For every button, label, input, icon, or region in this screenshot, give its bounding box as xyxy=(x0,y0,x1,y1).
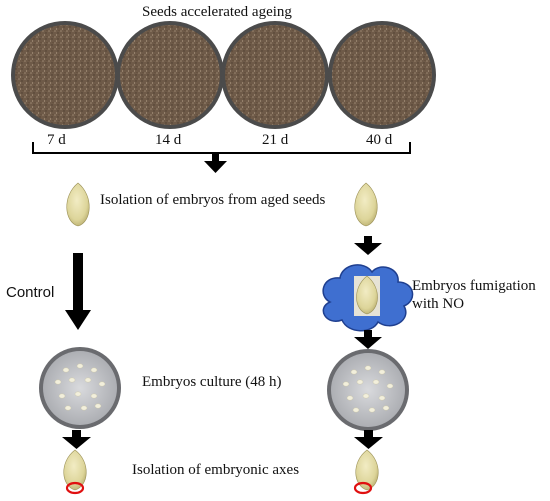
timepoint-bracket xyxy=(32,142,411,154)
ageing-dish-40d xyxy=(328,21,436,129)
embryonic-axis-marker xyxy=(65,481,85,495)
axes-label: Isolation of embryonic axes xyxy=(132,462,300,478)
culture-label: Embryos culture (48 h) xyxy=(142,374,282,390)
arrow-down-icon xyxy=(62,430,91,449)
fumigation-label-line2: with NO xyxy=(412,296,465,312)
embryo-right-top xyxy=(354,182,378,227)
ageing-dish-21d xyxy=(221,21,329,129)
arrow-down-icon xyxy=(354,330,382,349)
day-label-40d: 40 d xyxy=(366,132,393,148)
arrow-down-icon xyxy=(354,430,383,449)
day-label-14d: 14 d xyxy=(155,132,182,148)
culture-dish-left xyxy=(39,347,121,429)
fumigation-label-line1: Embryos fumigation xyxy=(412,278,536,294)
arrow-down-icon xyxy=(204,153,227,173)
ageing-dish-7d xyxy=(11,21,119,129)
ageing-dish-14d xyxy=(116,21,224,129)
control-arrow-icon xyxy=(65,253,91,330)
embryonic-axis-marker xyxy=(353,481,373,495)
diagram-title: Seeds accelerated ageing xyxy=(142,4,292,20)
embryo-left-bottom xyxy=(63,449,87,495)
day-label-21d: 21 d xyxy=(262,132,289,148)
embryo-left-top xyxy=(66,182,90,227)
culture-dish-right xyxy=(327,349,409,431)
embryo-right-bottom xyxy=(353,449,379,495)
control-label: Control xyxy=(6,284,55,301)
arrow-down-icon xyxy=(354,236,382,255)
embryo-fumigated xyxy=(354,275,380,316)
isolation-label: Isolation of embryos from aged seeds xyxy=(100,192,326,208)
day-label-7d: 7 d xyxy=(47,132,66,148)
